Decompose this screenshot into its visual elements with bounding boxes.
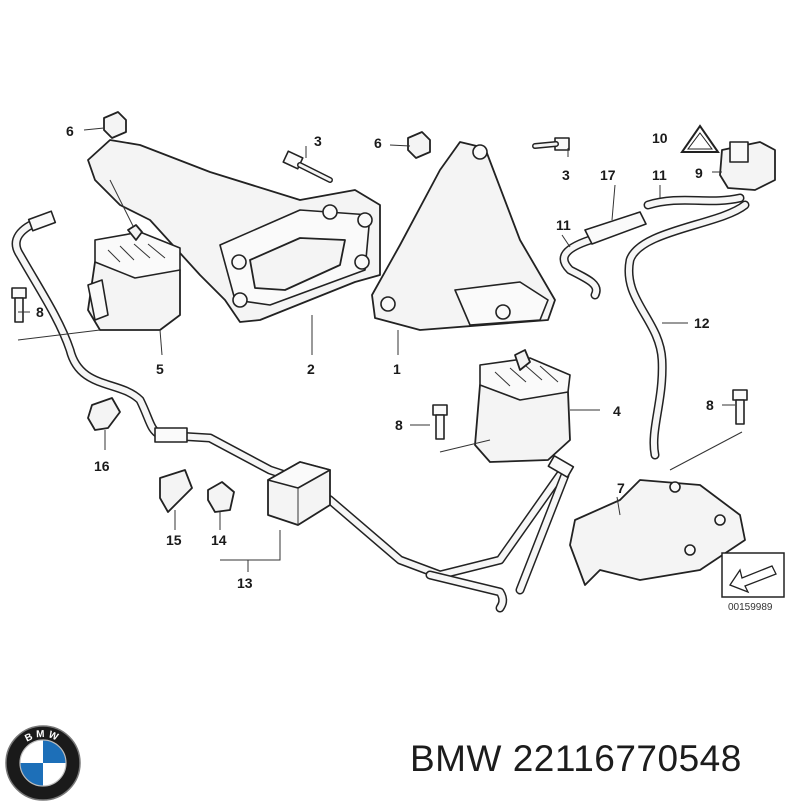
connector-17 <box>584 211 647 245</box>
engine-support-bracket-left <box>87 139 381 323</box>
vacuum-hose-line <box>11 210 575 613</box>
leader-lines <box>17 127 743 572</box>
logo-letters: BMW <box>23 729 59 745</box>
damper-box <box>267 461 331 526</box>
bolt-8-right <box>732 389 748 425</box>
callout-6-left: 6 <box>66 123 74 139</box>
callout-7: 7 <box>617 480 625 496</box>
engine-mount-left <box>87 224 181 331</box>
callout-8-mid: 8 <box>395 417 403 433</box>
clip-16 <box>87 397 121 431</box>
callout-13: 13 <box>237 575 253 591</box>
direction-arrow-box <box>721 552 785 598</box>
bmw-logo: BMW <box>4 724 82 802</box>
part-number-caption: BMW 22116770548 <box>410 738 742 779</box>
solenoid-valve <box>719 141 776 191</box>
drawing-number: 00159989 <box>728 602 773 613</box>
callout-3-right: 3 <box>562 167 570 183</box>
bolt-8-mid <box>432 404 448 440</box>
lower-bracket <box>569 479 746 586</box>
callout-15: 15 <box>166 532 182 548</box>
callout-1: 1 <box>393 361 401 377</box>
clip-15 <box>159 469 193 513</box>
hose-11 <box>559 193 745 300</box>
callout-11-left: 11 <box>556 217 571 233</box>
callout-2: 2 <box>307 361 315 377</box>
engine-mount-right <box>474 349 571 463</box>
callout-8-left: 8 <box>36 304 44 320</box>
callout-17: 17 <box>600 167 616 183</box>
bolt-3-left <box>282 150 333 183</box>
callout-9: 9 <box>695 165 703 181</box>
warning-label <box>680 124 720 153</box>
callout-16: 16 <box>94 458 110 474</box>
clip-14 <box>207 481 235 513</box>
callout-3-left: 3 <box>314 133 322 149</box>
engine-support-bracket-right <box>371 141 556 331</box>
nut-6-right <box>407 131 431 159</box>
callout-10: 10 <box>652 130 668 146</box>
bolt-8-left <box>11 287 27 323</box>
nut-6-left <box>103 111 127 139</box>
bolt-3-right <box>532 137 570 151</box>
callout-6-right: 6 <box>374 135 382 151</box>
callout-11-top: 11 <box>652 167 667 183</box>
hose-12 <box>624 200 750 460</box>
callout-8-right: 8 <box>706 397 714 413</box>
callout-14: 14 <box>211 532 227 548</box>
callout-4: 4 <box>613 403 621 419</box>
callout-12: 12 <box>694 315 710 331</box>
callout-5: 5 <box>156 361 164 377</box>
callout-labels: 6 3 6 3 10 9 17 11 11 12 8 5 2 1 4 8 8 1… <box>36 123 773 613</box>
svg-text:BMW: BMW <box>23 729 62 745</box>
